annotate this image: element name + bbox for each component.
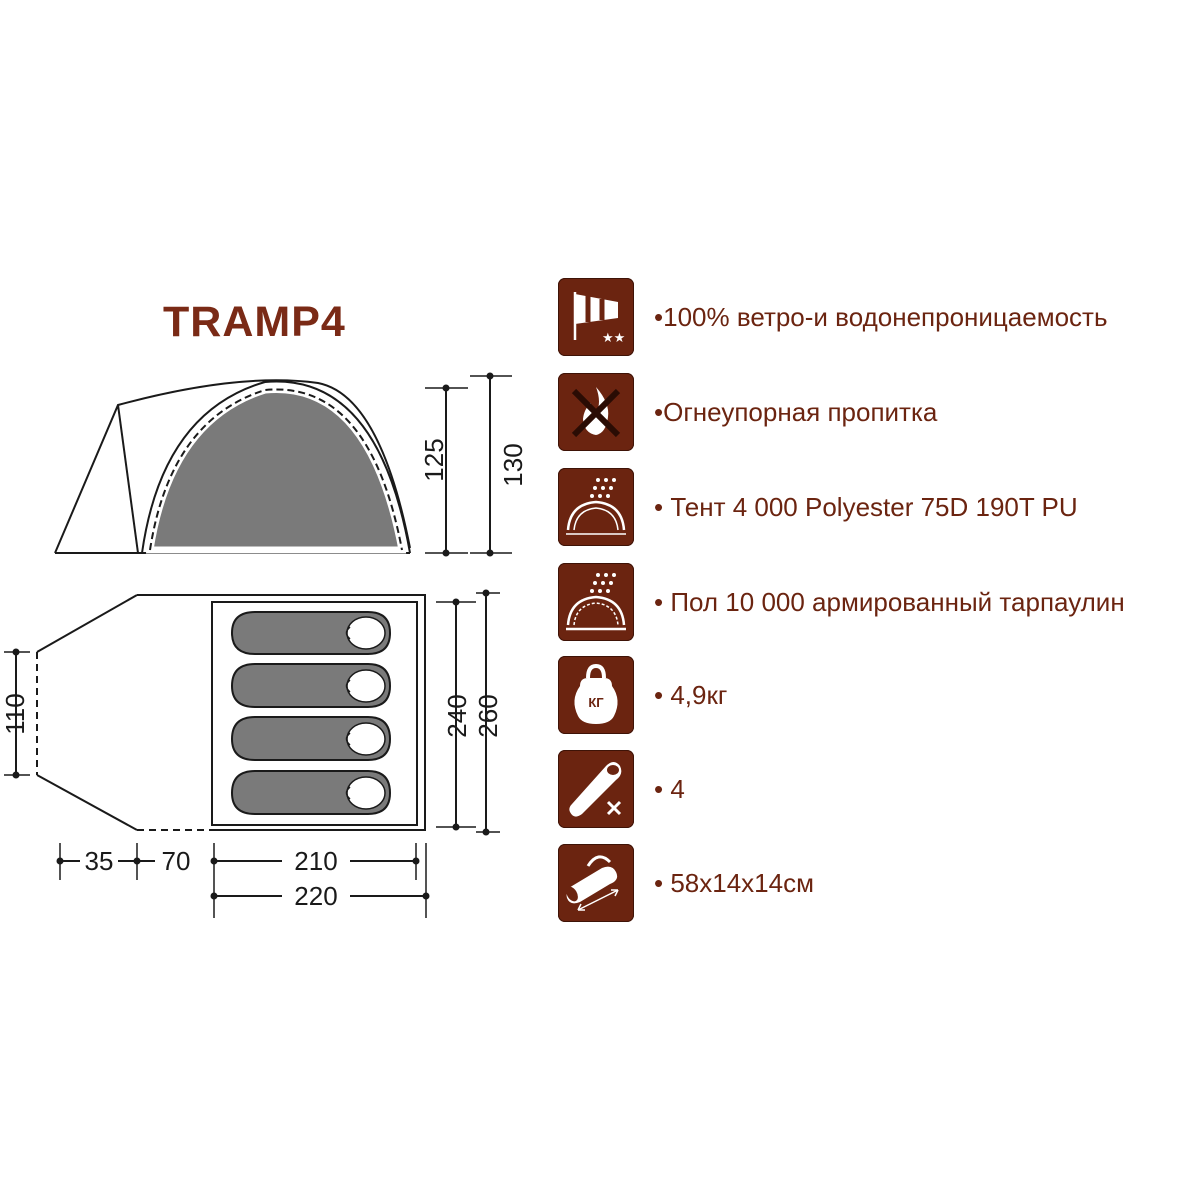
feature-text: • Тент 4 000 Polyester 75D 190T PU [654, 492, 1078, 522]
sleeping-bag-3 [230, 716, 392, 761]
outer-length-label: 260 [473, 694, 503, 737]
sleeping-bag-icon [558, 750, 634, 828]
feature-fireproof: •Огнеупорная пропитка [558, 373, 1198, 453]
rain-fly-icon [558, 468, 634, 546]
outer-width-label: 220 [294, 881, 337, 911]
feature-floor: • Пол 10 000 армированный тарпаулин [558, 563, 1198, 643]
vestibule-depth-b-label: 70 [162, 846, 191, 876]
feature-capacity: • 4 [558, 750, 1198, 830]
length-dimensions: 240 260 [436, 589, 503, 836]
vestibule-depth-a-label: 35 [85, 846, 114, 876]
no-fire-icon [558, 373, 634, 451]
feature-text: • 4,9кг [654, 680, 728, 710]
tent-floor-plan [36, 594, 426, 831]
windsock-icon: ★★ [558, 278, 634, 356]
feature-wind-water: ★★ •100% ветро-и водонепроницаемость [558, 278, 1198, 358]
rain-floor-icon [558, 563, 634, 641]
feature-text: •100% ветро-и водонепроницаемость [654, 302, 1108, 332]
width-dimensions: 35 70 210 220 [56, 843, 430, 918]
height-dimensions: 125 130 [419, 372, 528, 557]
product-title: TRAMP4 [163, 298, 346, 346]
feature-text: • 4 [654, 774, 685, 804]
weight-badge-label: КГ [588, 695, 604, 710]
inner-width-label: 210 [294, 846, 337, 876]
feature-fly: • Тент 4 000 Polyester 75D 190T PU [558, 468, 1198, 548]
svg-text:★★: ★★ [602, 331, 625, 346]
feature-text: • 58x14x14см [654, 868, 814, 898]
vestibule-width-label: 110 [0, 693, 30, 734]
feature-text: • Пол 10 000 армированный тарпаулин [654, 587, 1125, 617]
height-inner-label: 125 [419, 438, 449, 481]
tent-diagram: 125 130 [0, 372, 528, 918]
height-outer-label: 130 [498, 443, 528, 486]
feature-packed-size: • 58x14x14см [558, 844, 1198, 924]
sleeping-bag-4 [230, 770, 392, 815]
feature-weight: КГ • 4,9кг [558, 656, 1198, 736]
inner-length-label: 240 [442, 694, 472, 737]
sleeping-bag-2 [230, 663, 392, 708]
feature-text: •Огнеупорная пропитка [654, 397, 938, 427]
tent-side-view [54, 379, 411, 554]
sleeping-bag-1 [230, 611, 392, 655]
weight-icon: КГ [558, 656, 634, 734]
packed-bag-icon [558, 844, 634, 922]
vestibule-width-dimension: 110 [0, 648, 30, 779]
